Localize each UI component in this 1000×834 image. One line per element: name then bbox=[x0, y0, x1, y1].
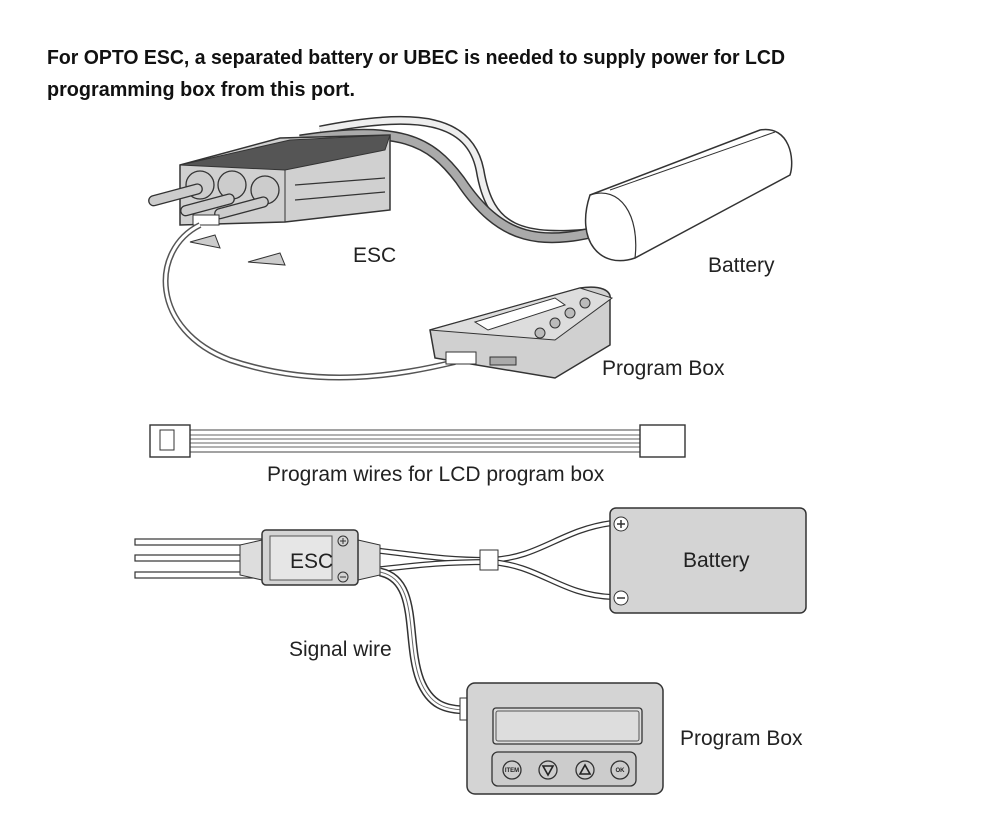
program-box-label-top: Program Box bbox=[602, 357, 725, 380]
button-down[interactable] bbox=[538, 760, 558, 780]
header-line-2: programming box from this port. bbox=[47, 79, 355, 101]
program-box-top bbox=[429, 286, 614, 379]
button-item-label: ITEM bbox=[505, 768, 519, 774]
plus-icon bbox=[337, 535, 349, 547]
battery-bottom bbox=[609, 507, 807, 614]
minus-icon bbox=[337, 571, 349, 583]
program-wire bbox=[149, 424, 686, 458]
esc-top bbox=[148, 134, 391, 266]
signal-wire bbox=[378, 567, 469, 715]
program-cable-top bbox=[162, 222, 456, 381]
battery-top bbox=[584, 128, 793, 262]
lcd-screen bbox=[492, 707, 643, 745]
header-line-1: For OPTO ESC, a separated battery or UBE… bbox=[47, 47, 785, 69]
power-wires bbox=[354, 520, 613, 600]
esc-label-top: ESC bbox=[353, 244, 396, 267]
program-port-connector bbox=[192, 214, 220, 226]
button-up[interactable] bbox=[575, 760, 595, 780]
program-box-port bbox=[445, 351, 477, 365]
motor-wires bbox=[134, 538, 266, 579]
signal-wire-label: Signal wire bbox=[289, 638, 392, 661]
wire-connector-right bbox=[639, 424, 686, 458]
motor-terminals bbox=[148, 170, 280, 220]
program-box-label-bottom: Program Box bbox=[680, 727, 803, 750]
program-box-bottom: ITEM OK bbox=[459, 682, 664, 795]
down-triangle-icon bbox=[541, 765, 555, 777]
program-wire-label: Program wires for LCD program box bbox=[267, 463, 605, 486]
button-ok-label: OK bbox=[616, 768, 626, 774]
button-ok[interactable]: OK bbox=[610, 760, 630, 780]
esc-bottom bbox=[239, 529, 381, 586]
esc-label-bottom: ESC bbox=[290, 550, 333, 573]
button-item[interactable]: ITEM bbox=[502, 760, 522, 780]
battery-label-top: Battery bbox=[708, 254, 775, 277]
up-triangle-icon bbox=[578, 763, 592, 775]
battery-label-bottom: Battery bbox=[683, 549, 750, 572]
